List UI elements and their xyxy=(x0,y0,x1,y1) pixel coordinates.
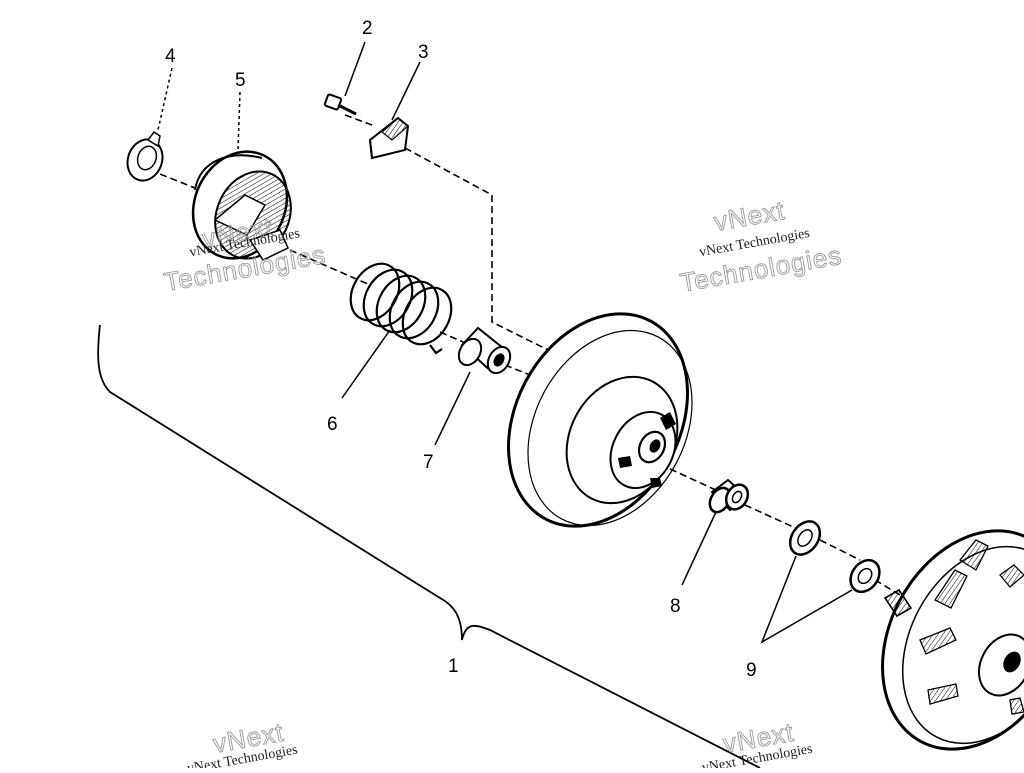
leader-4 xyxy=(157,67,173,131)
callout-2: 2 xyxy=(362,18,373,39)
callout-7: 7 xyxy=(423,452,434,473)
leader-3 xyxy=(391,61,421,121)
leader-9 xyxy=(760,555,853,644)
movable-sheave xyxy=(507,312,693,528)
part-6-spring xyxy=(349,262,453,355)
leader-7 xyxy=(434,371,471,446)
callout-5: 5 xyxy=(235,70,246,91)
leader-6 xyxy=(341,329,391,399)
part-3-cam-button xyxy=(368,116,410,160)
callout-9: 9 xyxy=(746,660,757,681)
part-4-retaining-ring xyxy=(126,130,164,182)
assembly-bracket xyxy=(97,324,761,769)
watermark-bottom-right: vNext vNext Technologies xyxy=(701,716,814,773)
fixed-sheave xyxy=(881,529,1024,751)
part-5-spider-cam xyxy=(191,150,292,261)
part-9-washers xyxy=(788,520,881,594)
part-2-bolt xyxy=(323,93,357,116)
leader-lines xyxy=(157,41,853,644)
leader-2 xyxy=(344,41,366,97)
leader-5 xyxy=(237,91,241,151)
callout-1: 1 xyxy=(448,656,459,677)
callout-labels: 1 2 3 4 5 6 7 8 9 xyxy=(165,18,757,681)
part-3-leader-path xyxy=(344,114,553,353)
callout-3: 3 xyxy=(418,42,429,63)
leader-8 xyxy=(681,511,717,586)
callout-8: 8 xyxy=(670,596,681,617)
part-8-bushing xyxy=(708,478,750,514)
callout-4: 4 xyxy=(165,46,176,67)
callout-6: 6 xyxy=(327,414,338,435)
watermark-top-left: vNext vNext Technologies Technologies xyxy=(161,211,328,297)
watermark-bottom-left: vNext vNext Technologies xyxy=(186,716,299,773)
watermark-top-right: vNext vNext Technologies Technologies xyxy=(677,195,844,299)
part-7-bushing xyxy=(457,326,512,375)
